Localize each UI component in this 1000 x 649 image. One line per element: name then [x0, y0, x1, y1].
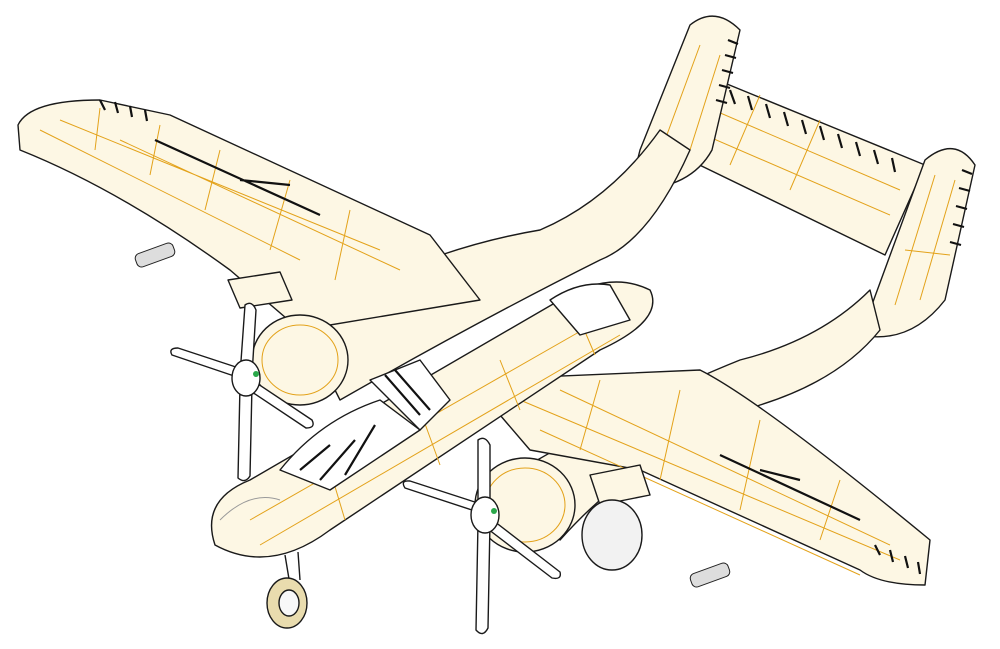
- left-engine: [227, 271, 349, 406]
- right-wing-gun: [689, 562, 731, 588]
- nose-landing-gear: [266, 551, 308, 629]
- left-wing: [17, 99, 481, 331]
- left-wing-gun: [134, 242, 176, 268]
- right-prop-hub-marker: [491, 508, 497, 514]
- right-propeller: [402, 437, 562, 635]
- right-wing: [469, 369, 931, 588]
- left-propeller: [170, 302, 314, 482]
- left-prop-hub-marker: [253, 371, 259, 377]
- right-engine: [474, 457, 651, 571]
- cockpit-canopy: [279, 283, 631, 491]
- main-landing-gear: [581, 499, 643, 571]
- left-boom: [299, 129, 691, 401]
- right-tail-fin: [859, 147, 976, 338]
